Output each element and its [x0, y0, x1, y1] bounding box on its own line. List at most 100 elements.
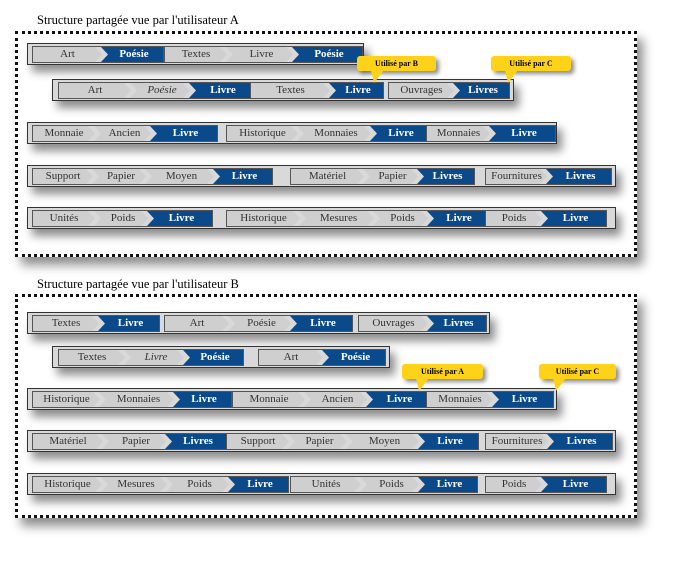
path-segment[interactable]: Monnaies — [427, 392, 493, 407]
path-segment[interactable]: Poésie — [130, 83, 190, 98]
path-target-segment[interactable]: Livre — [541, 477, 606, 492]
path-segment[interactable]: Monnaie — [33, 126, 95, 141]
path-segment[interactable]: Art — [59, 83, 131, 98]
path-segment[interactable]: Unités — [291, 477, 361, 492]
path-target-segment[interactable]: Livre — [150, 126, 217, 141]
path-target-segment[interactable]: Livres — [427, 316, 486, 331]
path-target-segment[interactable]: Livre — [418, 477, 477, 492]
path-segment[interactable]: Papier — [363, 169, 418, 184]
path-segment[interactable]: Textes — [251, 83, 330, 98]
path-target-segment[interactable]: Livre — [329, 83, 383, 98]
path-segment[interactable]: Poids — [166, 477, 229, 492]
path-segment[interactable]: Mesures — [101, 477, 167, 492]
path-target-segment[interactable]: Livre — [370, 126, 428, 141]
path-segment[interactable]: Ancien — [94, 126, 151, 141]
path-segment[interactable]: Historique — [227, 126, 298, 141]
path-segment[interactable]: Ouvrages — [389, 83, 454, 98]
path-segment[interactable]: Mesures — [299, 211, 374, 226]
path-segment[interactable]: Textes — [33, 316, 99, 331]
path-segment[interactable]: Art — [165, 316, 229, 331]
path-target-segment[interactable]: Livre — [173, 392, 231, 407]
path-segment[interactable]: Poids — [94, 211, 148, 226]
path-target-segment[interactable]: Livre — [489, 126, 555, 141]
path-segment[interactable]: Unités — [33, 211, 95, 226]
path-segment[interactable]: Papier — [92, 169, 146, 184]
path-target-segment[interactable]: Livre — [189, 83, 253, 98]
path-target-segment[interactable]: Livres — [453, 83, 509, 98]
path-segment[interactable]: Poids — [360, 477, 419, 492]
path-segment[interactable]: Support — [33, 169, 93, 184]
path-segment[interactable]: Poids — [486, 211, 542, 226]
path-target-segment[interactable]: Poésie — [183, 350, 243, 365]
path-segment[interactable]: Historique — [227, 211, 300, 226]
path-segment[interactable]: Fournitures — [486, 434, 548, 449]
path-segment[interactable]: Papier — [102, 434, 166, 449]
path-segment[interactable]: Art — [259, 350, 323, 365]
path-target-segment[interactable]: Poésie — [292, 47, 362, 62]
path-segment[interactable]: Textes — [165, 47, 227, 62]
path-target-segment[interactable]: Poésie — [322, 350, 385, 365]
path-target-segment[interactable]: Livre — [290, 316, 352, 331]
path-segment[interactable]: Monnaies — [99, 392, 174, 407]
path-target-segment[interactable]: Livre — [213, 169, 272, 184]
path-segment[interactable]: Matériel — [33, 434, 103, 449]
path-segment[interactable]: Poids — [373, 211, 428, 226]
path-segment[interactable]: Monnaies — [297, 126, 371, 141]
path-target-segment[interactable]: Livre — [98, 316, 159, 331]
path-target-segment[interactable]: Livres — [417, 169, 474, 184]
path-target-segment[interactable]: Livre — [366, 392, 429, 407]
path-segment[interactable]: Ancien — [304, 392, 367, 407]
path-target-segment[interactable]: Livres — [165, 434, 227, 449]
path-target-segment[interactable]: Poésie — [101, 47, 163, 62]
path-segment[interactable]: Support — [227, 434, 289, 449]
path-segment[interactable]: Historique — [33, 392, 100, 407]
path-target-segment[interactable]: Livre — [427, 211, 487, 226]
path-target-segment[interactable]: Livre — [147, 211, 212, 226]
path-segment[interactable]: Livre — [226, 47, 293, 62]
path-segment[interactable]: Textes — [59, 350, 125, 365]
path-target-segment[interactable]: Livres — [546, 169, 611, 184]
path-segment[interactable]: Papier — [288, 434, 347, 449]
path-segment[interactable]: Ouvrages — [359, 316, 428, 331]
path-segment[interactable]: Matériel — [291, 169, 364, 184]
path-segment[interactable]: Livre — [124, 350, 184, 365]
path-target-segment[interactable]: Livre — [228, 477, 288, 492]
path-segment[interactable]: Fournitures — [486, 169, 547, 184]
path-segment[interactable]: Moyen — [145, 169, 214, 184]
path-target-segment[interactable]: Livres — [547, 434, 612, 449]
path-segment[interactable]: Monnaies — [427, 126, 490, 141]
path-segment[interactable]: Poids — [486, 477, 542, 492]
path-segment[interactable]: Monnaie — [233, 392, 305, 407]
path-segment[interactable]: Poésie — [228, 316, 291, 331]
path-segment[interactable]: Art — [33, 47, 102, 62]
path-target-segment[interactable]: Livre — [492, 392, 553, 407]
path-target-segment[interactable]: Livre — [541, 211, 606, 226]
